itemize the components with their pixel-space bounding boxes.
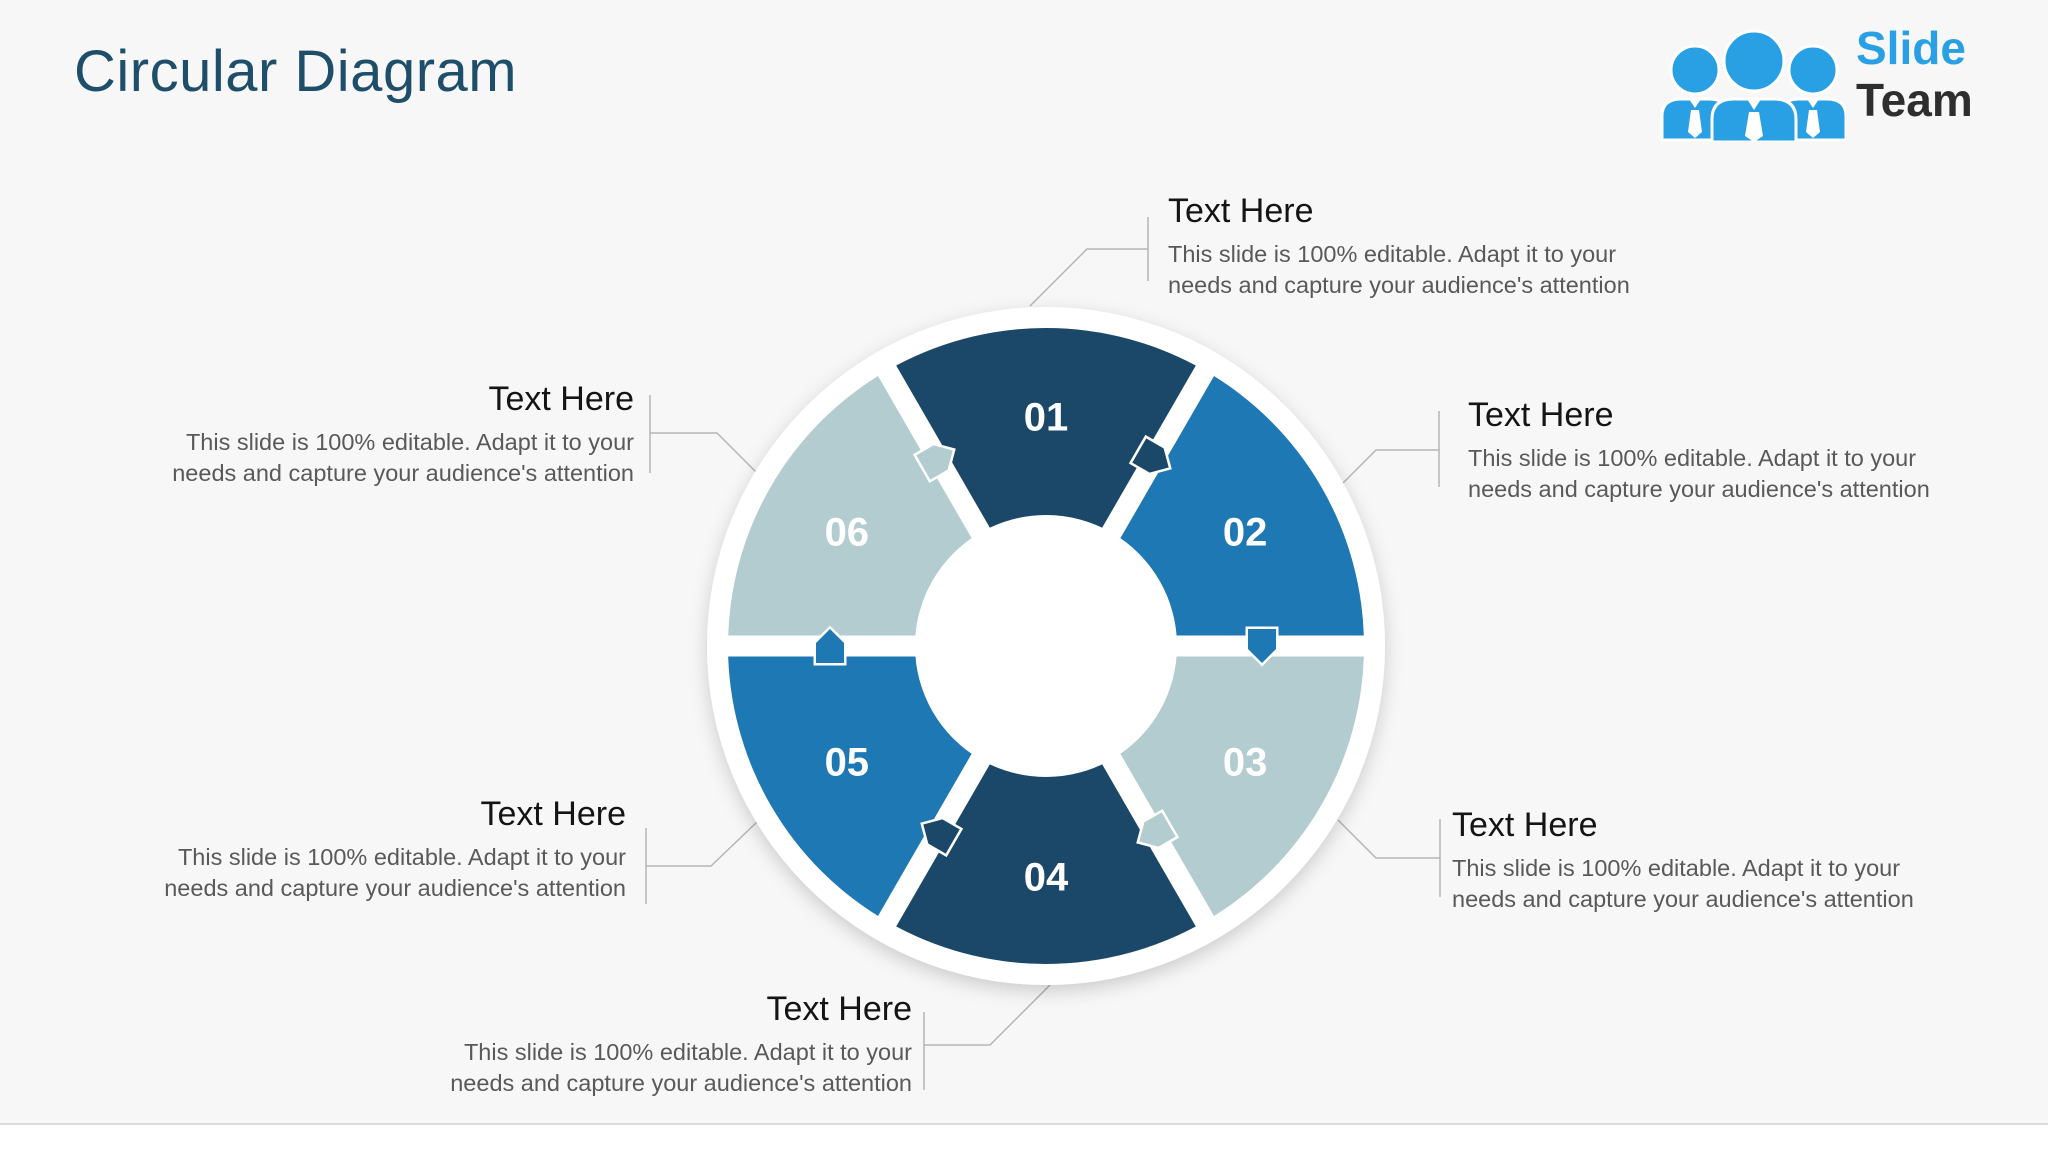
slideteam-logo: Slide Team (1656, 22, 1973, 142)
callout-03: Text Here This slide is 100% editable. A… (1452, 806, 1972, 915)
segment-arrow-icon (1136, 809, 1180, 850)
callout-body[interactable]: This slide is 100% editable. Adapt it to… (164, 844, 626, 901)
callout-heading[interactable]: Text Here (488, 380, 635, 418)
callout-06: Text Here This slide is 100% editable. A… (114, 380, 634, 489)
callout-02: Text Here This slide is 100% editable. A… (1468, 396, 1988, 505)
callout-05: Text Here This slide is 100% editable. A… (106, 795, 626, 904)
callout-04-leader-line (924, 984, 1051, 1046)
callout-06-leader-line (650, 432, 757, 473)
callout-heading[interactable]: Text Here (1168, 192, 1314, 230)
segment-01[interactable] (887, 327, 1205, 533)
segment-number: 03 (1223, 740, 1268, 784)
segment-arrow-icon (813, 625, 847, 666)
segment-04[interactable] (887, 759, 1205, 964)
callout-body[interactable]: This slide is 100% editable. Adapt it to… (450, 1039, 912, 1096)
callout-heading[interactable]: Text Here (1468, 396, 1614, 434)
callout-04: Text Here This slide is 100% editable. A… (392, 990, 912, 1099)
segment-number: 06 (825, 510, 870, 554)
logo-text-team: Team (1856, 74, 1973, 126)
segment-arrow-icon (920, 816, 964, 858)
callout-heading[interactable]: Text Here (766, 990, 913, 1028)
segment-number: 02 (1223, 510, 1268, 554)
callout-03-leader-line (1337, 819, 1440, 859)
segment-arrow-icon (912, 442, 956, 483)
segment-arrow-icon (1128, 434, 1172, 476)
callout-02-leader-line (1336, 449, 1439, 490)
callout-01: Text Here This slide is 100% editable. A… (1168, 192, 1688, 301)
footer-divider (0, 1123, 2048, 1125)
callout-body[interactable]: This slide is 100% editable. Adapt it to… (1452, 855, 1914, 912)
page-title[interactable]: Circular Diagram (74, 39, 518, 104)
callout-heading[interactable]: Text Here (1452, 806, 1598, 844)
callout-heading[interactable]: Text Here (480, 795, 627, 833)
segment-arrow-icon (1245, 626, 1279, 667)
segment-number: 05 (825, 740, 870, 784)
callout-body[interactable]: This slide is 100% editable. Adapt it to… (1168, 241, 1630, 298)
footer-strip (0, 1125, 2048, 1152)
logo-text-slide: Slide (1856, 22, 1966, 74)
wheel-segments: 01 02 03 04 05 06 (715, 327, 1377, 964)
segment-number: 01 (1024, 395, 1069, 439)
team-people-icon (1660, 29, 1846, 142)
callout-body[interactable]: This slide is 100% editable. Adapt it to… (172, 429, 634, 486)
callout-05-leader-line (646, 820, 759, 867)
callout-01-leader-line (1029, 248, 1148, 307)
callout-body[interactable]: This slide is 100% editable. Adapt it to… (1468, 445, 1930, 502)
segment-number: 04 (1024, 855, 1069, 899)
